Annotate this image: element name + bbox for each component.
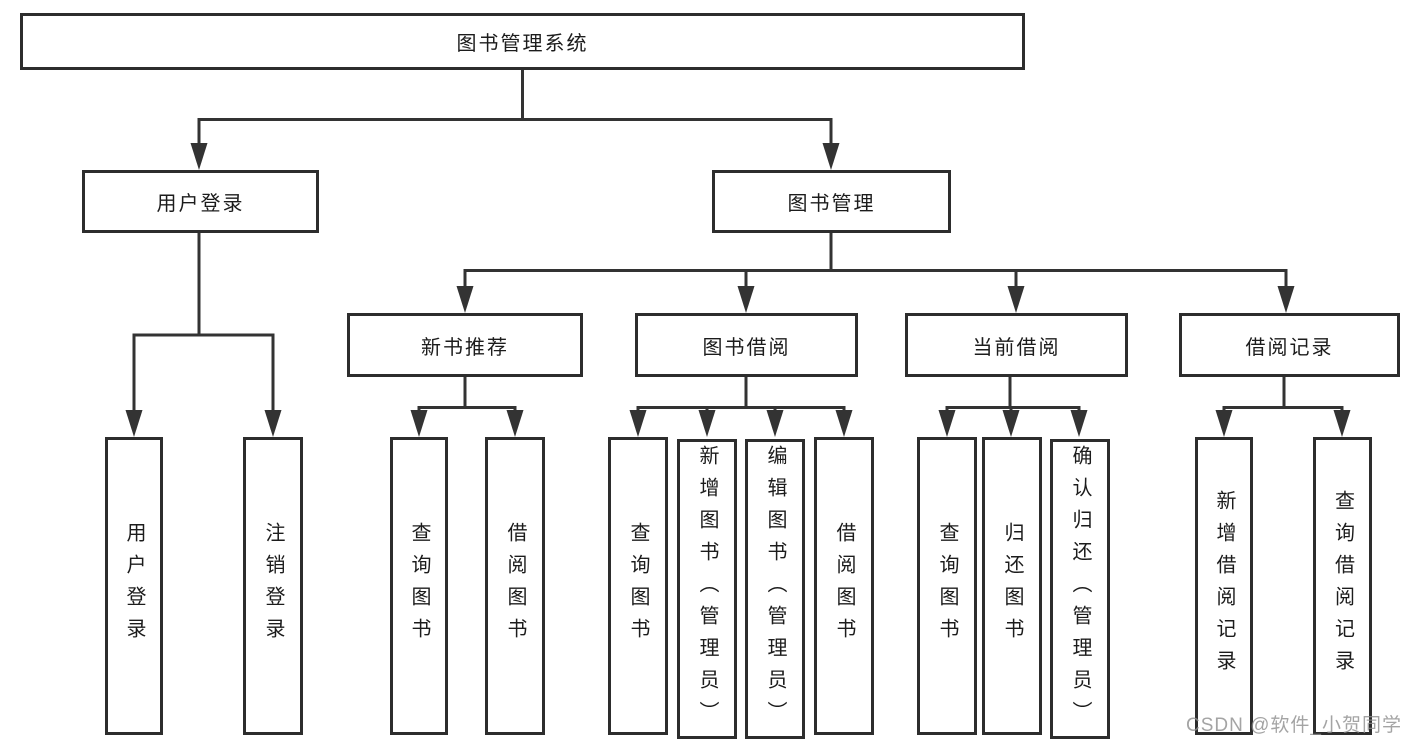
leaf-query-borrow-record: 查询借阅记录 (1313, 437, 1372, 735)
leaf-user-login: 用户登录 (105, 437, 163, 735)
node-label: 查询图书 (408, 522, 430, 650)
node-label: 新增借阅记录 (1213, 490, 1235, 682)
node-label: 用户登录 (123, 522, 145, 650)
leaf-query-books-recommend: 查询图书 (390, 437, 448, 735)
node-label: 借阅记录 (1245, 336, 1334, 359)
leaf-add-borrow-record: 新增借阅记录 (1195, 437, 1253, 735)
leaf-edit-book-admin: 编辑图书（管理员） (745, 439, 805, 739)
node-new-book-recommend: 新书推荐 (347, 313, 583, 377)
node-library-management-system: 图书管理系统 (20, 13, 1025, 70)
leaf-query-books-borrowing: 查询图书 (608, 437, 668, 735)
leaf-confirm-return-admin: 确认归还（管理员） (1050, 439, 1110, 739)
node-label: 查询借阅记录 (1331, 490, 1354, 682)
node-current-borrowing: 当前借阅 (905, 313, 1128, 377)
node-label: 当前借阅 (972, 336, 1061, 359)
node-label: 借阅图书 (504, 522, 526, 650)
node-label: 归还图书 (1001, 522, 1023, 650)
node-borrowing-records: 借阅记录 (1179, 313, 1400, 377)
node-book-management: 图书管理 (712, 170, 951, 233)
node-label: 查询图书 (627, 522, 649, 650)
leaf-return-book: 归还图书 (982, 437, 1042, 735)
node-label: 查询图书 (936, 522, 958, 650)
node-user-login: 用户登录 (82, 170, 319, 233)
node-label: 图书管理系统 (456, 33, 589, 55)
leaf-query-books-current: 查询图书 (917, 437, 977, 735)
node-book-borrowing: 图书借阅 (635, 313, 858, 377)
node-label: 编辑图书（管理员） (764, 445, 786, 733)
leaf-borrow-books-recommend: 借阅图书 (485, 437, 545, 735)
node-label: 新增图书（管理员） (696, 445, 718, 733)
arrowhead-icons (125, 143, 1351, 437)
watermark: CSDN @软件_小贺同学 (1186, 715, 1402, 736)
leaf-add-book-admin: 新增图书（管理员） (677, 439, 737, 739)
leaf-logout: 注销登录 (243, 437, 303, 735)
node-label: 用户登录 (156, 193, 245, 215)
node-label: 图书借阅 (702, 336, 791, 359)
node-label: 确认归还（管理员） (1069, 445, 1091, 733)
node-label: 图书管理 (787, 193, 876, 215)
leaf-borrow-books-borrowing: 借阅图书 (814, 437, 874, 735)
node-label: 新书推荐 (421, 336, 509, 359)
node-label: 注销登录 (262, 522, 284, 650)
node-label: 借阅图书 (833, 522, 855, 650)
